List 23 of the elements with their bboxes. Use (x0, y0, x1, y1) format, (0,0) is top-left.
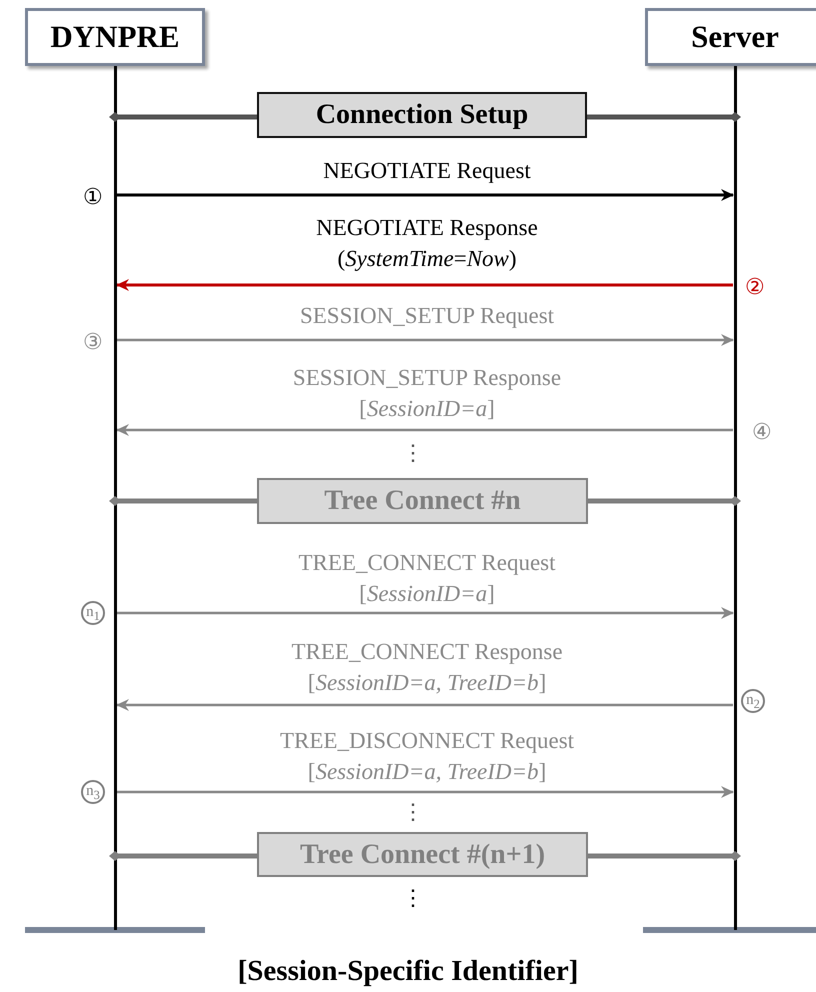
step-number: ③ (83, 331, 103, 353)
step-number: n$_{1}$ (81, 601, 105, 625)
message-arrow (117, 334, 734, 346)
message-arrow (117, 189, 734, 201)
step-number: n$_{2}$ (741, 689, 765, 713)
phase-banner: Connection Setup (257, 92, 587, 138)
ellipsis-mark: ⋮ (402, 801, 424, 823)
participant-box: Server (645, 8, 816, 66)
message-arrow (117, 786, 734, 798)
step-number: ④ (752, 421, 772, 443)
step-number: n$_{3}$ (81, 780, 105, 804)
phase-banner: Tree Connect #(n+1) (257, 832, 588, 877)
step-number: ② (745, 276, 765, 298)
phase-banner: Tree Connect #n (257, 478, 588, 524)
ellipsis-mark: ⋮ (402, 887, 424, 909)
message-arrow (116, 699, 733, 711)
message-arrow (116, 279, 733, 291)
ellipsis-mark: ⋮ (402, 442, 424, 464)
caption: [Session-Specific Identifier] (236, 955, 580, 988)
message-arrow (117, 607, 734, 619)
message-arrow (116, 424, 733, 436)
step-number: ① (83, 186, 103, 208)
participant-box: DYNPRE (25, 8, 205, 66)
